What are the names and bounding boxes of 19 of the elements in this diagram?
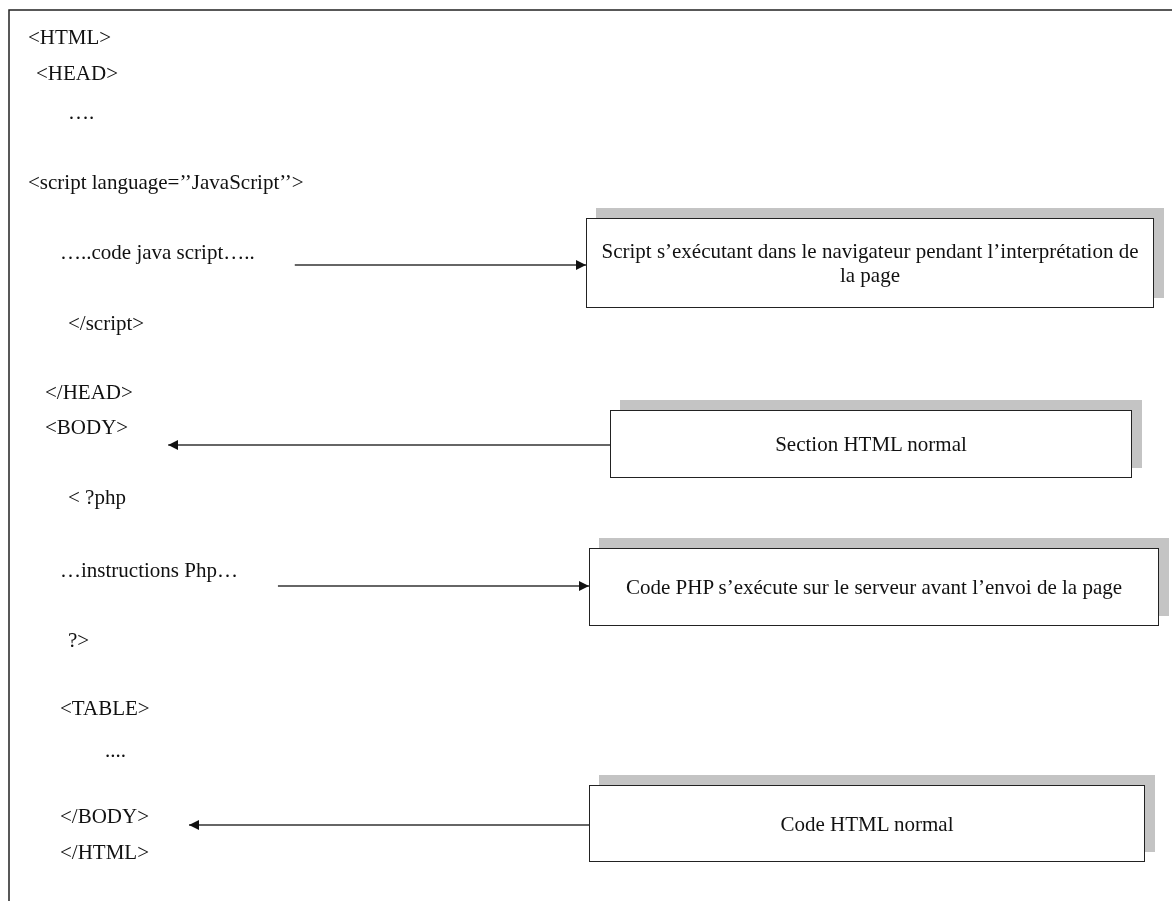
code-line: <script language=’’JavaScript’’> (28, 170, 304, 194)
arrow (294, 260, 587, 270)
arrow (167, 440, 611, 450)
code-line: </HEAD> (45, 380, 133, 404)
arrow (277, 581, 590, 591)
code-line: </BODY> (60, 804, 150, 828)
code-line: <HEAD> (36, 61, 118, 85)
code-line: <HTML> (28, 25, 112, 49)
code-line: </script> (68, 311, 145, 335)
code-line: <TABLE> (60, 696, 150, 720)
code-line: < ?php (68, 485, 126, 509)
code-line: …..code java script….. (60, 240, 255, 264)
code-line: …instructions Php… (60, 558, 238, 582)
code-line: …. (68, 100, 95, 124)
code-line: <BODY> (45, 415, 129, 439)
code-line: </HTML> (60, 840, 149, 864)
code-line: ?> (68, 628, 90, 652)
code-line: .... (105, 738, 126, 762)
arrow (188, 820, 590, 830)
